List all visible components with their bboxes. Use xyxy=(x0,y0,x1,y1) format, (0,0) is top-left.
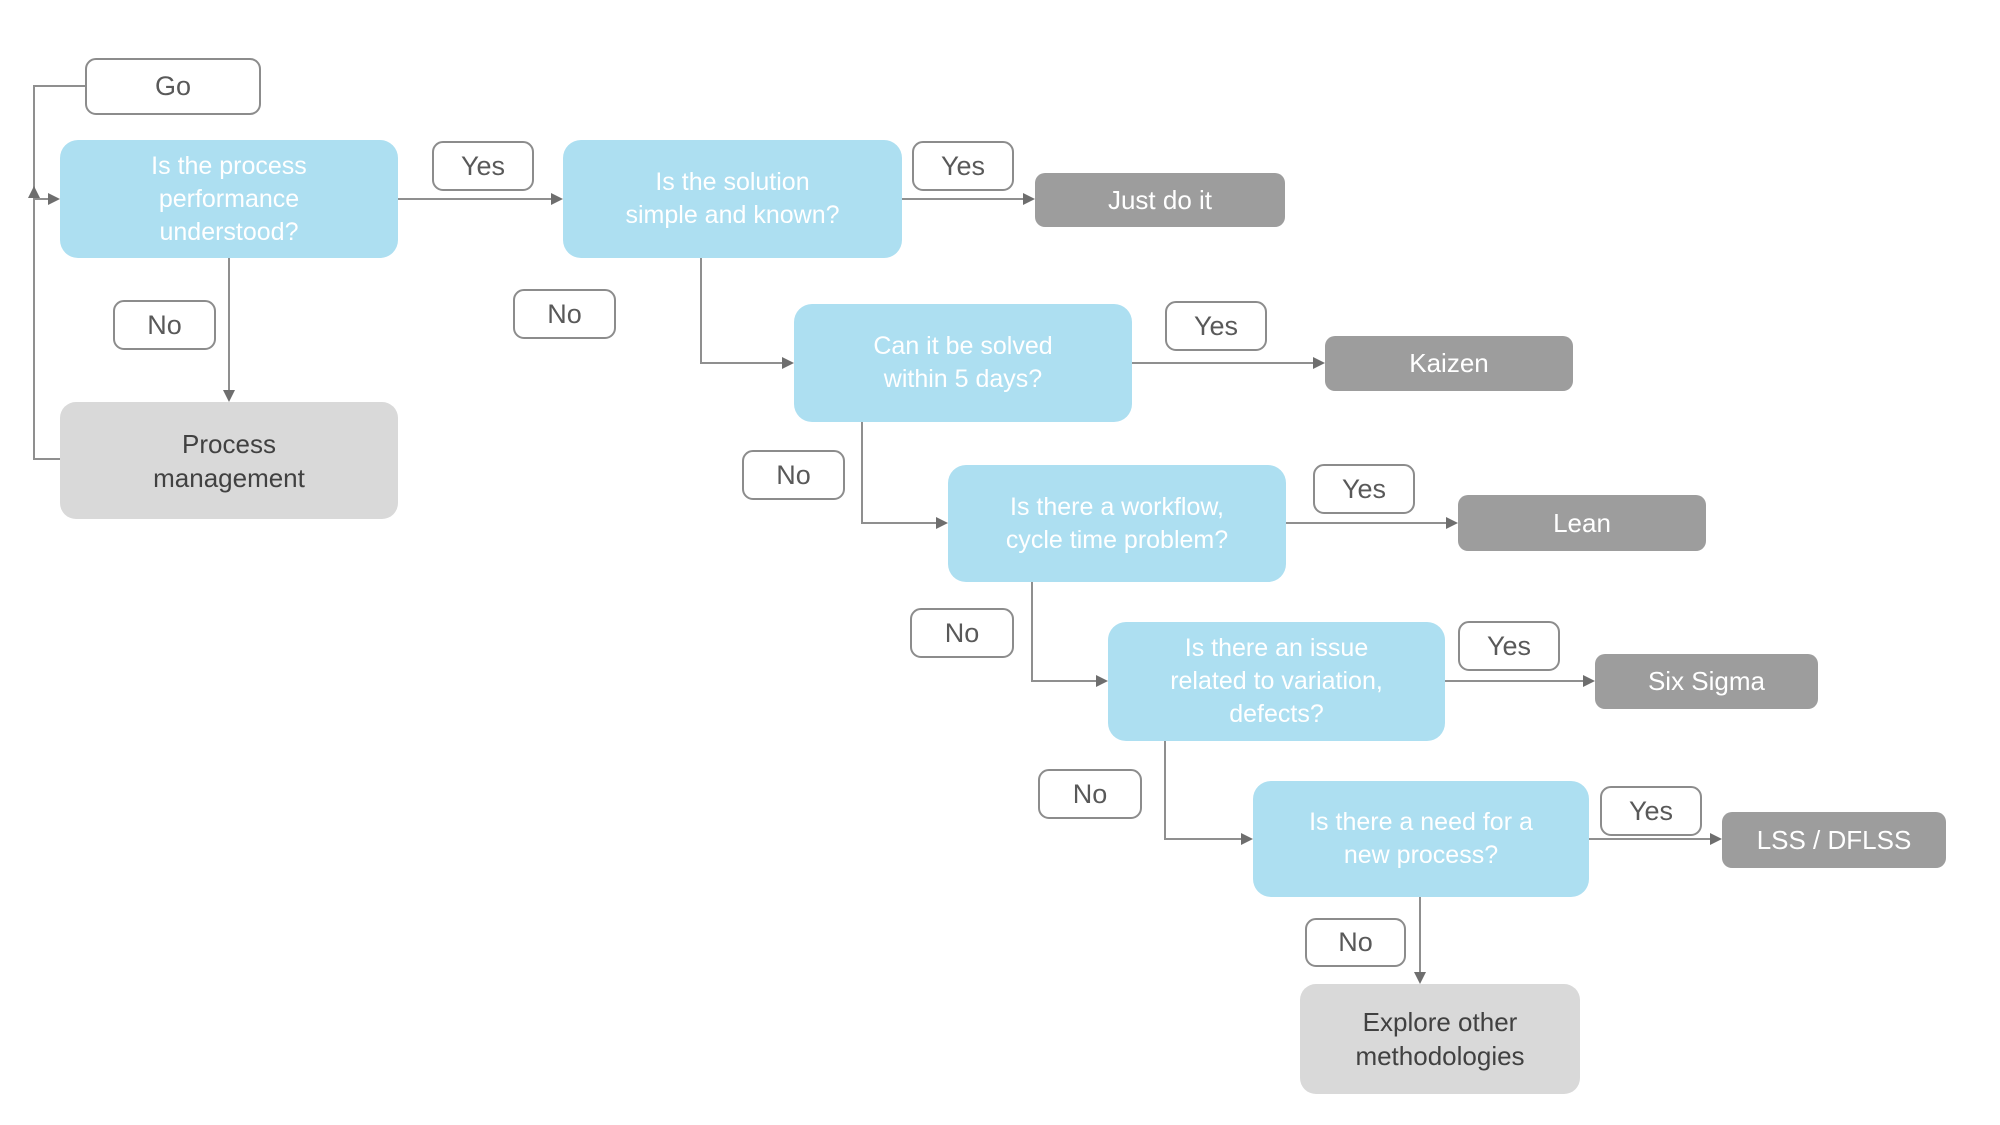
node-outcome-kaizen: Kaizen xyxy=(1325,336,1573,391)
edge-label-solution-yes: Yes xyxy=(912,141,1014,191)
node-question-variation-defects: Is there an issue related to variation, … xyxy=(1108,622,1445,741)
connector-five-days-no-vertical xyxy=(861,422,863,522)
arrowhead-into-kaizen xyxy=(1313,357,1325,369)
connector-solution-yes xyxy=(902,198,1023,200)
connector-five-days-no-horizontal xyxy=(861,522,936,524)
connector-five-days-yes xyxy=(1132,362,1313,364)
arrowhead-into-q-solution xyxy=(551,193,563,205)
arrowhead-into-q-variation xyxy=(1096,675,1108,687)
connector-perf-no xyxy=(228,258,230,390)
node-outcome-lean: Lean xyxy=(1458,495,1706,551)
edge-label-five-days-yes: Yes xyxy=(1165,301,1267,351)
edge-label-workflow-yes: Yes xyxy=(1313,464,1415,514)
connector-solution-no-horizontal xyxy=(700,362,782,364)
edge-label-variation-yes: Yes xyxy=(1458,621,1560,671)
arrowhead-pm-loop-up xyxy=(28,186,40,198)
connector-pm-horizontal xyxy=(33,458,60,460)
connector-go-into-q1 xyxy=(33,198,50,200)
arrowhead-into-q-five-days xyxy=(782,357,794,369)
connector-solution-no-vertical xyxy=(700,258,702,364)
connector-go-horizontal xyxy=(33,85,85,87)
connector-pm-vertical xyxy=(33,198,35,460)
node-question-new-process: Is there a need for a new process? xyxy=(1253,781,1589,897)
arrowhead-into-q-workflow xyxy=(936,517,948,529)
edge-label-new-process-yes: Yes xyxy=(1600,786,1702,836)
arrowhead-into-explore-other xyxy=(1414,972,1426,984)
arrowhead-into-six-sigma xyxy=(1583,675,1595,687)
node-question-solved-5-days: Can it be solved within 5 days? xyxy=(794,304,1132,422)
node-outcome-six-sigma: Six Sigma xyxy=(1595,654,1818,709)
connector-new-process-yes xyxy=(1589,838,1710,840)
edge-label-perf-yes: Yes xyxy=(432,141,534,191)
arrowhead-into-q-performance xyxy=(48,193,60,205)
node-terminal-process-management: Process management xyxy=(60,402,398,519)
edge-label-workflow-no: No xyxy=(910,608,1014,658)
connector-go-vertical xyxy=(33,85,35,199)
arrowhead-into-process-management xyxy=(223,390,235,402)
connector-workflow-yes xyxy=(1286,522,1446,524)
connector-perf-yes xyxy=(398,198,551,200)
connector-variation-no-vertical xyxy=(1164,741,1166,838)
edge-label-new-process-no: No xyxy=(1305,918,1406,967)
arrowhead-into-q-new-process xyxy=(1241,833,1253,845)
node-outcome-just-do-it: Just do it xyxy=(1035,173,1285,227)
connector-variation-no-horizontal xyxy=(1164,838,1241,840)
node-question-workflow-cycle-time: Is there a workflow, cycle time problem? xyxy=(948,465,1286,582)
connector-workflow-no-vertical xyxy=(1031,582,1033,680)
arrowhead-into-lss-dflss xyxy=(1710,833,1722,845)
edge-label-variation-no: No xyxy=(1038,769,1142,819)
edge-label-solution-no: No xyxy=(513,289,616,339)
edge-label-perf-no: No xyxy=(113,300,216,350)
connector-new-process-no xyxy=(1419,897,1421,972)
node-question-solution-simple: Is the solution simple and known? xyxy=(563,140,902,258)
connector-workflow-no-horizontal xyxy=(1031,680,1096,682)
node-outcome-lss-dflss: LSS / DFLSS xyxy=(1722,812,1946,868)
node-go: Go xyxy=(85,58,261,115)
node-terminal-explore-other: Explore other methodologies xyxy=(1300,984,1580,1094)
node-question-process-performance: Is the process performance understood? xyxy=(60,140,398,258)
edge-label-five-days-no: No xyxy=(742,450,845,500)
arrowhead-into-lean xyxy=(1446,517,1458,529)
connector-variation-yes xyxy=(1445,680,1583,682)
arrowhead-into-just-do-it xyxy=(1023,193,1035,205)
